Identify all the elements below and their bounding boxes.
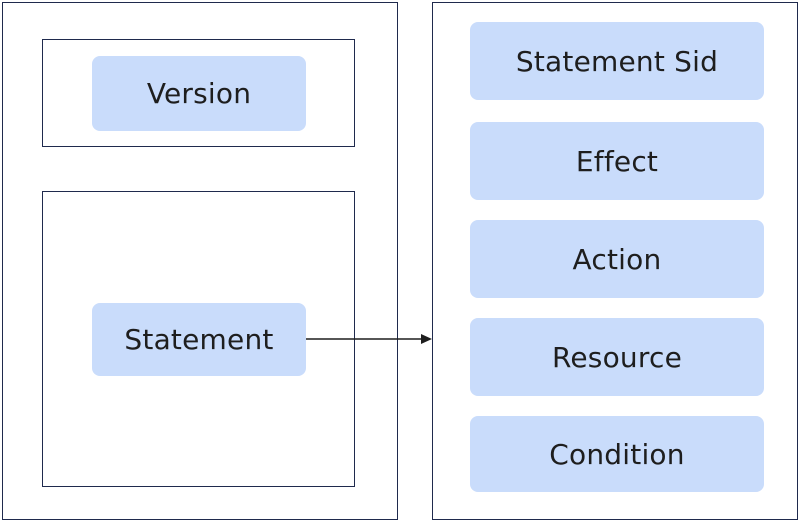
condition-label: Condition [549,437,685,471]
statement-label: Statement [124,323,274,356]
version-label: Version [146,77,252,110]
condition-node: Condition [470,416,764,492]
effect-label: Effect [575,144,659,178]
arrow-head [421,334,432,344]
statement-node: Statement [92,303,306,376]
effect-node: Effect [470,122,764,200]
version-node: Version [92,56,306,131]
resource-label: Resource [551,340,682,374]
resource-node: Resource [470,318,764,396]
statement-sid-label: Statement Sid [515,44,719,78]
action-label: Action [572,242,662,276]
action-node: Action [470,220,764,298]
statement-sid-node: Statement Sid [470,22,764,100]
